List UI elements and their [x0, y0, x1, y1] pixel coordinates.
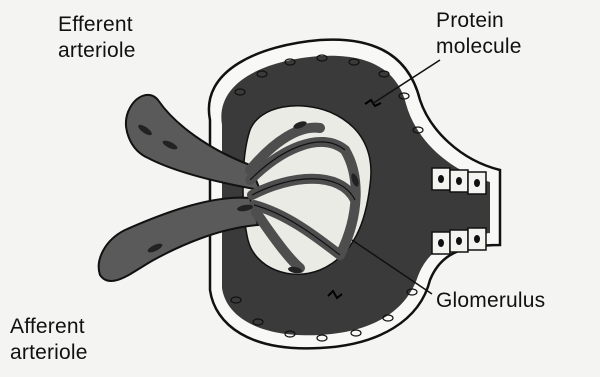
protein-label-line-1: Protein — [436, 8, 522, 34]
efferent-arteriole-label: Efferent arteriole — [58, 12, 136, 64]
efferent-label-line-2: arteriole — [58, 38, 136, 64]
afferent-arteriole-label: Afferent arteriole — [10, 314, 88, 366]
glomerulus-label: Glomerulus — [436, 288, 545, 314]
protein-molecule-label: Protein molecule — [436, 8, 522, 60]
afferent-label-line-2: arteriole — [10, 340, 88, 366]
efferent-label-line-1: Efferent — [58, 12, 136, 38]
afferent-label-line-1: Afferent — [10, 314, 88, 340]
glomerulus-label-text: Glomerulus — [436, 288, 545, 314]
protein-label-line-2: molecule — [436, 34, 522, 60]
